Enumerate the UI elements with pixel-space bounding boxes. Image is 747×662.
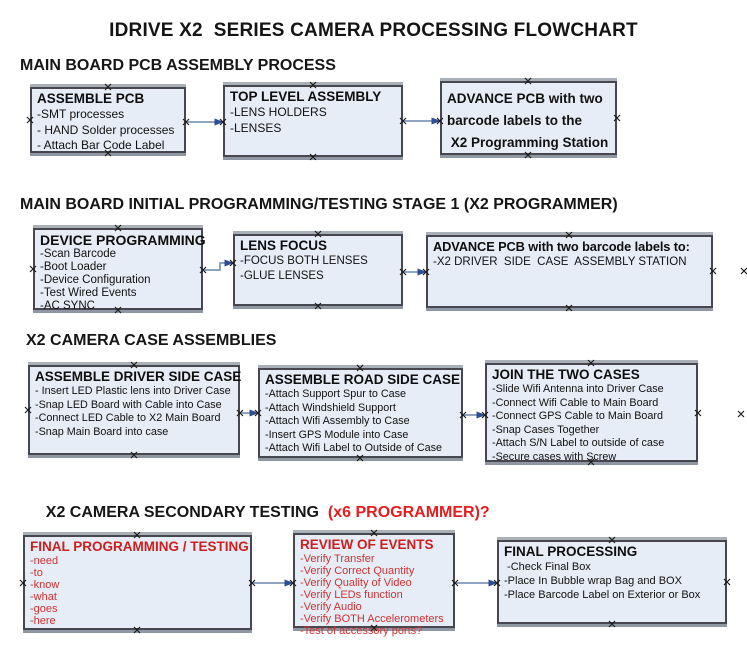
box-item: -Verify Correct Quantity bbox=[300, 565, 415, 577]
section-heading-secondary-testing-red: (x6 PROGRAMMER)? bbox=[327, 504, 490, 521]
box-item-list: - Insert LED Plastic lens into Driver Ca… bbox=[35, 385, 233, 439]
box-item: -X2 DRIVER SIDE CASE ASSEMBLY STATION bbox=[433, 256, 687, 268]
box-item: -FOCUS BOTH LENSES bbox=[240, 255, 368, 267]
section-heading-secondary-testing-black: X2 CAMERA SECONDARY TESTING bbox=[45, 504, 328, 521]
flow-box-assemble-road-side-case[interactable]: ASSEMBLE ROAD SIDE CASE -Attach Support … bbox=[258, 368, 463, 458]
flow-box-assemble-driver-side-case[interactable]: ASSEMBLE DRIVER SIDE CASE - Insert LED P… bbox=[28, 365, 242, 455]
flow-box-top-level-assembly[interactable]: TOP LEVEL ASSEMBLY -LENS HOLDERS-LENSES bbox=[223, 85, 403, 157]
box-item: -Attach Windshield Support bbox=[265, 401, 396, 414]
flow-box-final-programming-testing[interactable]: FINAL PROGRAMMING / TESTING -need-to-kno… bbox=[23, 535, 252, 630]
box-item-list: -Scan Barcode-Boot Loader-Device Configu… bbox=[40, 248, 196, 313]
box-item: -need bbox=[30, 555, 59, 567]
box-item: -Attach Support Spur to Case bbox=[265, 388, 407, 400]
box-title: FINAL PROCESSING bbox=[504, 544, 638, 559]
flow-box-device-programming[interactable]: DEVICE PROGRAMMING -Scan Barcode-Boot Lo… bbox=[33, 228, 206, 313]
section-heading-initial-programming: MAIN BOARD INITIAL PROGRAMMING/TESTING S… bbox=[20, 196, 618, 213]
connector-arrow[interactable] bbox=[203, 259, 234, 271]
box-title: ADVANCE PCB with two barcode labels to: bbox=[433, 239, 690, 254]
box-item: -Place In Bubble wrap Bag and BOX bbox=[504, 575, 682, 587]
box-item: -Snap Main Board into case bbox=[35, 425, 169, 438]
box-item: -Test of accessory ports? bbox=[300, 625, 423, 637]
box-item: -goes bbox=[30, 603, 58, 615]
box-item: ADVANCE PCB with two bbox=[447, 91, 603, 106]
box-item: -Verify Transfer bbox=[300, 553, 375, 565]
box-item-list: ADVANCE PCB with two barcode labels to th… bbox=[447, 88, 610, 154]
box-item: -Test Wired Events bbox=[40, 287, 137, 299]
box-item: -Check Final Box bbox=[504, 561, 591, 573]
box-item: -Secure cases with Screw bbox=[492, 450, 617, 463]
box-item: -here bbox=[30, 615, 56, 627]
box-item: -to bbox=[30, 567, 43, 579]
box-item: -Boot Loader bbox=[40, 261, 107, 273]
box-item: -what bbox=[30, 591, 57, 603]
box-item-list: -X2 DRIVER SIDE CASE ASSEMBLY STATION bbox=[433, 255, 706, 270]
box-item-list: -Slide Wifi Antenna into Driver Case-Con… bbox=[492, 383, 691, 464]
box-item: -Attach Wifi Assembly to Case bbox=[265, 415, 410, 427]
flow-box-advance-pcb-programming-station[interactable]: ADVANCE PCB with two barcode labels to th… bbox=[440, 81, 617, 155]
box-item: -Attach S/N Label to outside of case bbox=[492, 437, 665, 449]
box-item: -Attach Wifi Label to Outside of Case bbox=[265, 442, 443, 454]
box-item: -Verify LEDs function bbox=[300, 589, 403, 601]
box-item: -Scan Barcode bbox=[40, 248, 117, 260]
box-item: -Device Configuration bbox=[40, 274, 151, 286]
box-title: ASSEMBLE PCB bbox=[37, 91, 145, 106]
box-item: -Connect GPS Cable to Main Board bbox=[492, 410, 664, 422]
box-item: -Slide Wifi Antenna into Driver Case bbox=[492, 383, 664, 395]
box-title: REVIEW OF EVENTS bbox=[300, 537, 434, 552]
box-item: -AC SYNC bbox=[40, 300, 95, 312]
box-item: -Connect LED Cable to X2 Main Board bbox=[35, 412, 221, 424]
box-item: -SMT processes bbox=[37, 107, 125, 121]
box-item: -Snap LED Board with Cable into Case bbox=[35, 398, 222, 411]
flow-box-final-processing[interactable]: FINAL PROCESSING -Check Final Box -Place … bbox=[497, 540, 727, 624]
box-item: -Snap Cases Together bbox=[492, 423, 600, 436]
box-item-list: -Verify Transfer-Verify Correct Quantity… bbox=[300, 553, 448, 637]
box-item: - Insert LED Plastic lens into Driver Ca… bbox=[35, 385, 231, 397]
box-item: -LENSES bbox=[230, 120, 282, 135]
box-title: ASSEMBLE ROAD SIDE CASE bbox=[265, 372, 461, 387]
box-item-list: -FOCUS BOTH LENSES -GLUE LENSES bbox=[240, 254, 396, 284]
flow-box-assemble-pcb[interactable]: ASSEMBLE PCB -SMT processes- HAND Solder… bbox=[30, 87, 186, 153]
section-heading-secondary-testing: X2 CAMERA SECONDARY TESTING (x6 PROGRAMM… bbox=[28, 486, 490, 540]
page-title: IDRIVE X2 SERIES CAMERA PROCESSING FLOWC… bbox=[109, 20, 638, 41]
box-item-list: -LENS HOLDERS-LENSES bbox=[230, 105, 396, 136]
section-heading-case-assemblies: X2 CAMERA CASE ASSEMBLIES bbox=[26, 332, 277, 349]
flow-box-join-the-two-cases[interactable]: JOIN THE TWO CASES -Slide Wifi Antenna i… bbox=[485, 363, 698, 464]
box-title: LENS FOCUS bbox=[240, 238, 328, 253]
box-item-list: -Check Final Box -Place In Bubble wrap Ba… bbox=[504, 560, 720, 602]
box-item: -know bbox=[30, 579, 60, 591]
box-item: -Verify Audio bbox=[300, 601, 362, 613]
box-item-list: -need-to-know-what-goes-here bbox=[30, 555, 245, 627]
connection-handle-icon[interactable] bbox=[737, 410, 745, 418]
box-item: -Verify BOTH Accelerometers bbox=[300, 613, 444, 625]
box-item: - Attach Bar Code Label bbox=[37, 138, 165, 152]
box-title: TOP LEVEL ASSEMBLY bbox=[230, 89, 382, 104]
flow-box-lens-focus[interactable]: LENS FOCUS -FOCUS BOTH LENSES -GLUE LENSE… bbox=[233, 234, 403, 306]
box-title: JOIN THE TWO CASES bbox=[492, 367, 640, 382]
box-item: X2 Programming Station bbox=[447, 135, 609, 150]
box-title: FINAL PROGRAMMING / TESTING bbox=[30, 539, 249, 554]
box-item: -Place Barcode Label on Exterior or Box bbox=[504, 589, 701, 601]
box-item-list: -Attach Support Spur to Case-Attach Wind… bbox=[265, 388, 456, 456]
box-item: -Verify Quality of Video bbox=[300, 577, 412, 589]
box-title: DEVICE PROGRAMMING bbox=[40, 232, 206, 248]
box-item: -Insert GPS Module into Case bbox=[265, 428, 409, 441]
box-title: ASSEMBLE DRIVER SIDE CASE bbox=[35, 369, 242, 384]
flow-box-advance-pcb-driver-side-station[interactable]: ADVANCE PCB with two barcode labels to: … bbox=[426, 235, 713, 308]
box-item: -LENS HOLDERS bbox=[230, 105, 327, 119]
box-item: barcode labels to the bbox=[447, 113, 583, 128]
box-item: -GLUE LENSES bbox=[240, 270, 324, 282]
box-item: -Connect Wifi Cable to Main Board bbox=[492, 396, 659, 409]
box-item: - HAND Solder processes bbox=[37, 122, 175, 137]
connection-handle-icon[interactable] bbox=[740, 267, 747, 275]
flow-box-review-of-events[interactable]: REVIEW OF EVENTS -Verify Transfer-Verify… bbox=[293, 533, 455, 637]
section-heading-pcb-assembly: MAIN BOARD PCB ASSEMBLY PROCESS bbox=[20, 57, 336, 74]
box-item-list: -SMT processes- HAND Solder processes- A… bbox=[37, 107, 179, 154]
